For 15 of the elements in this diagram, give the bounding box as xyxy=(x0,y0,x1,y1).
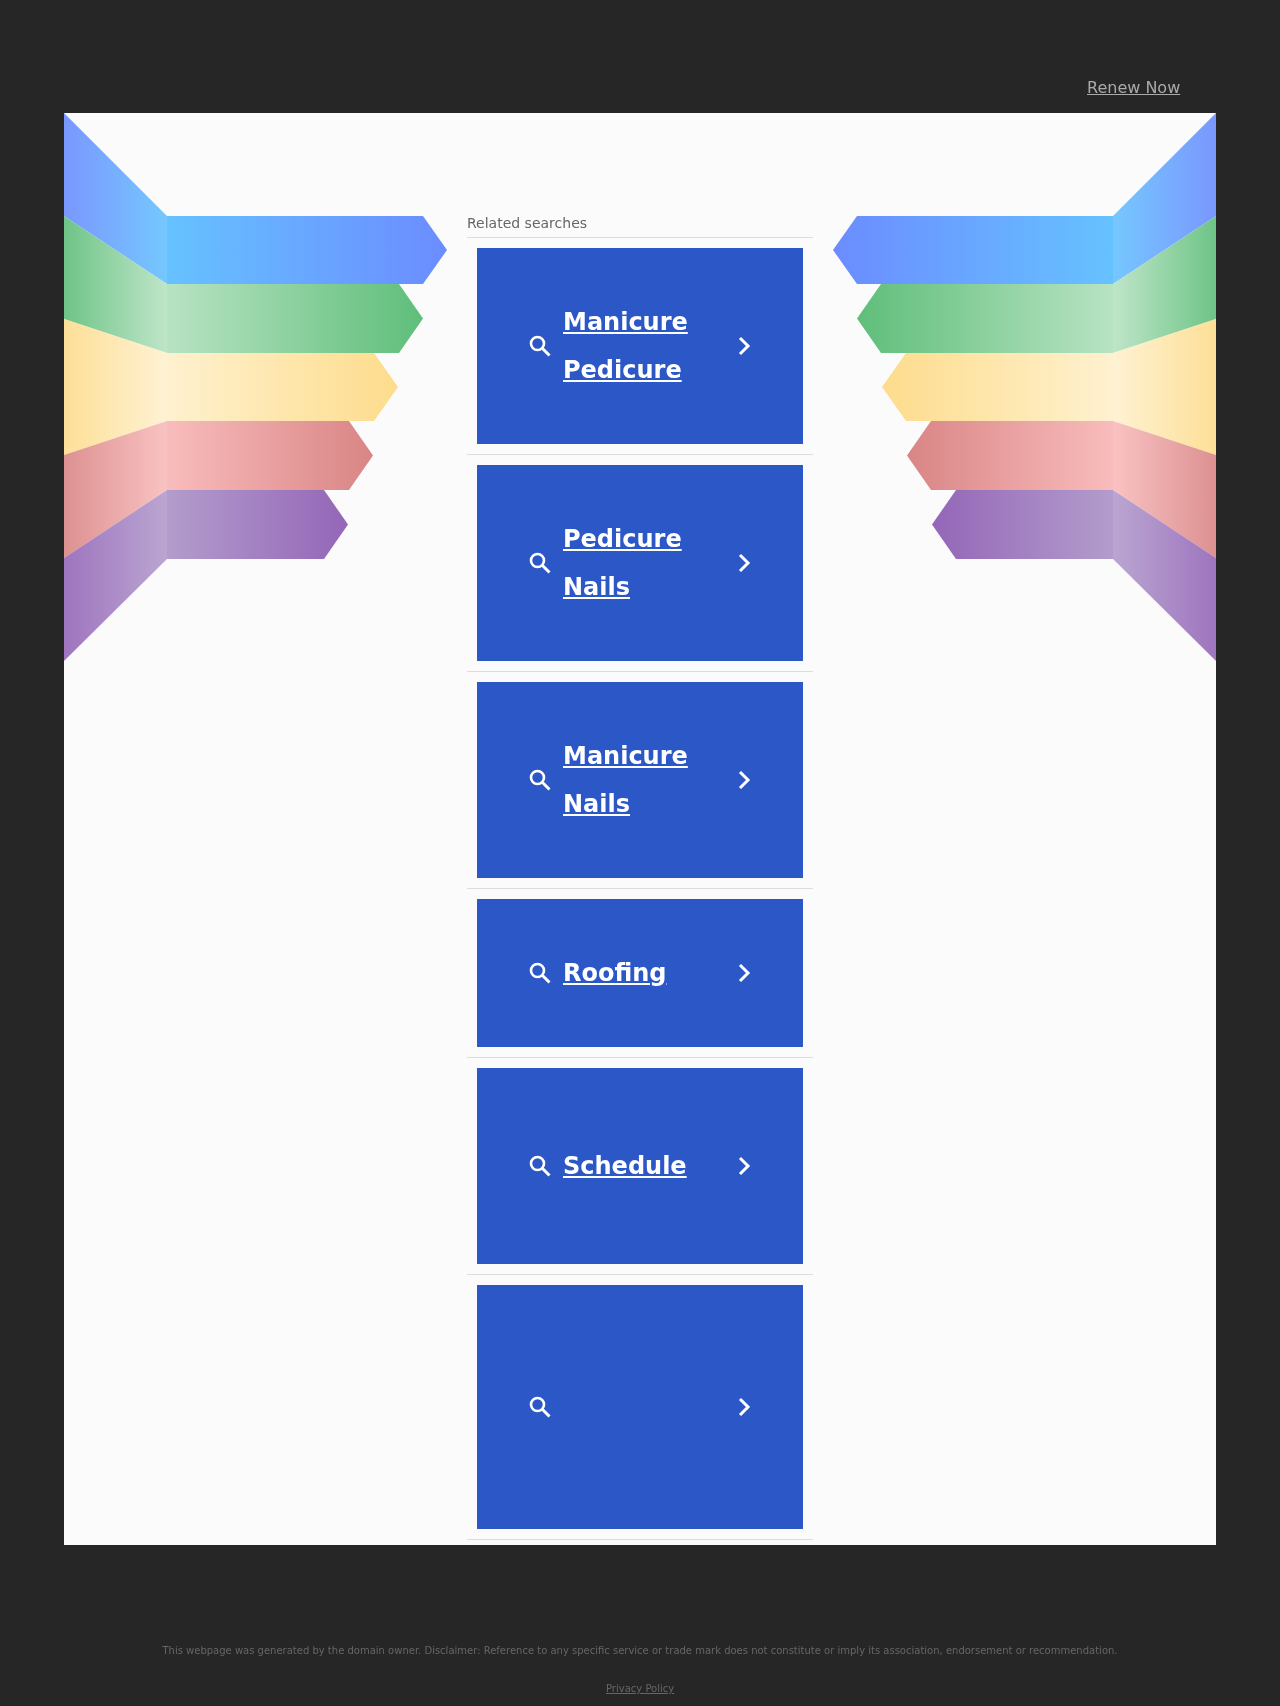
search-link-tile xyxy=(477,1068,803,1264)
section-heading: Related searches xyxy=(467,215,588,231)
search-term: Schedule xyxy=(563,1151,688,1182)
search-link-tile xyxy=(477,248,803,444)
search-link-tile xyxy=(477,682,803,878)
disclaimer-text: This webpage was generated by the domain owner. Disclaimer: Reference to any specific service or trade mark does not constitute or imply its association, endorsement or recommendation. xyxy=(161,1645,1119,1656)
renew-link: Renew Now xyxy=(1087,78,1181,97)
search-term: Manicure Nails xyxy=(563,741,689,820)
privacy-link: Privacy Policy xyxy=(606,1683,675,1694)
search-term: Pedicure Nails xyxy=(563,524,683,603)
search-link-tile xyxy=(477,1285,803,1529)
search-link-tile xyxy=(477,465,803,661)
search-term: Roofing xyxy=(563,958,668,989)
search-link-tile xyxy=(477,899,803,1047)
search-term: Manicure Pedicure xyxy=(563,307,689,386)
